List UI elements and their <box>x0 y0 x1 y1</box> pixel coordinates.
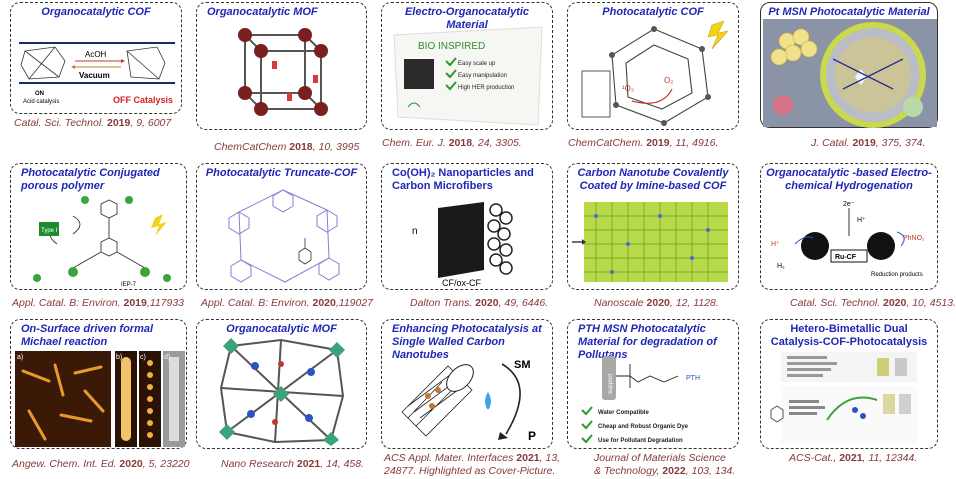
card-title: Pt MSN Photocatalytic Material <box>768 6 930 18</box>
card-cooh-nanoparticles: Co(OH)₂ Nanoparticles and Carbon Microfi… <box>381 163 553 290</box>
card-truncate-cof: Photocatalytic Truncate-COF <box>196 163 367 290</box>
swcnt-illustration: SM P <box>401 359 536 443</box>
citation: Journal of Materials Science <box>594 452 726 464</box>
card-title: Organocatalytic MOF <box>226 323 337 335</box>
card-organocatalytic-mof: Organocatalytic MOF <box>196 2 367 130</box>
reduction-products-label: Reduction products <box>871 272 923 278</box>
bullet-2: Easy manipulation <box>458 73 507 79</box>
citation: Catal. Sci. Technol. 2020, 10, 4513. <box>790 297 956 309</box>
pth-msn-illustration: support PTH Water Compatible Cheap and R… <box>581 356 700 444</box>
p-label: P <box>528 429 536 443</box>
citation: Chem. Eur. J. 2018, 24, 3305. <box>382 137 522 149</box>
citation: Appl. Catal. B: Environ. 2019,117933 <box>12 297 185 309</box>
card-title: Carbon Nanotube Covalently Coated by Imi… <box>577 167 729 192</box>
n-label: n <box>412 226 418 237</box>
card-title: Organocatalytic COF <box>41 6 151 18</box>
msn-illustration <box>763 19 937 128</box>
mof-cage-illustration <box>238 28 328 116</box>
on-label: ON <box>35 91 44 97</box>
nanotube-illustration <box>572 202 728 282</box>
cof-ring-illustration: ¹O₂ O₂ <box>581 20 729 126</box>
card-title: Enhancing Photocatalysis at Single Walle… <box>392 323 542 361</box>
electrons-label: 2e⁻ <box>843 201 855 208</box>
card-electrochemical-hydrogenation: Organocatalytic -based Electro-chemical … <box>760 163 938 290</box>
card-conjugated-polymer: Photocatalytic Conjugated porous polymer… <box>10 163 187 290</box>
card-on-surface-michael: On-Surface driven formal Michael reactio… <box>10 319 187 449</box>
panel-d-label: d) <box>164 354 170 361</box>
hydrogenation-illustration: 2e⁻ H⁺ Ru-CF H⁺ H₂ PhNO₂ Reduction produ… <box>771 201 925 278</box>
bullet-3: High HER production <box>458 85 514 91</box>
citation: Angew. Chem. Int. Ed. 2020, 5, 23220 <box>12 458 190 470</box>
citation: Nano Research 2021, 14, 458. <box>221 458 365 470</box>
citation: J. Catal. 2019, 375, 374. <box>811 137 926 149</box>
singlet-oxygen-label: ¹O₂ <box>622 84 634 93</box>
card-electro-organocatalytic: Electro-Organocatalytic Material BIO INS… <box>381 2 553 130</box>
card-title: Photocatalytic Conjugated porous polymer <box>21 167 160 192</box>
citation: ACS-Cat., 2021, 11, 12344. <box>789 452 918 464</box>
oxygen-label: O₂ <box>664 76 673 85</box>
type-label: Type I <box>41 228 58 234</box>
sm-label: SM <box>514 359 531 371</box>
card-title: On-Surface driven formal Michael reactio… <box>21 323 154 348</box>
feature-2: Cheap and Robust Organic Dye <box>598 424 689 430</box>
fiber-label: CF/ox-CF <box>442 278 481 288</box>
card-title: Co(OH)₂ Nanoparticles and Carbon Microfi… <box>392 167 534 192</box>
svg-text:H⁺: H⁺ <box>771 241 780 248</box>
panel-c-label: c) <box>140 354 146 361</box>
feature-1: Water Compatible <box>598 410 649 416</box>
citation: ChemCatChem. 2019, 11, 4916. <box>568 137 719 149</box>
panel-b-label: b) <box>116 354 122 361</box>
off-catalysis-label: OFF Catalysis <box>113 95 173 105</box>
acoh-label: AcOH <box>85 50 107 59</box>
truncate-cof-illustration <box>228 189 340 283</box>
acid-catalysis-label: Acid catalysis <box>23 99 59 105</box>
card-photocatalytic-cof: Photocatalytic COF ¹O₂ O₂ <box>567 2 739 130</box>
whiteboard-illustration: BIO INSPIRED Easy scale up Easy manipula… <box>393 26 543 126</box>
vacuum-label: Vacuum <box>79 71 110 80</box>
panel-a-label: a) <box>17 354 23 361</box>
card-title: Organocatalytic MOF <box>207 6 318 18</box>
card-pt-msn: Pt MSN Photocatalytic Material <box>760 2 938 128</box>
citation: Dalton Trans. 2020, 49, 6446. <box>410 297 549 309</box>
microfiber-illustration: n CF/ox-CF <box>412 202 513 288</box>
card-title: Photocatalytic Truncate-COF <box>205 167 358 179</box>
card-title: Electro-Organocatalytic Material <box>404 6 530 31</box>
card-carbon-nanotube-cof: Carbon Nanotube Covalently Coated by Imi… <box>567 163 739 290</box>
dual-catalysis-illustration <box>770 352 917 444</box>
feature-3: Use for Pollutant Degradation <box>598 438 683 444</box>
citation: ChemCatChem 2018, 10, 3995 <box>214 141 360 153</box>
pth-label: PTH <box>686 375 700 382</box>
bullet-1: Easy scale up <box>458 61 496 67</box>
cof-switch-illustration: AcOH Vacuum ON Acid catalysis OFF Cataly… <box>19 42 175 105</box>
bioinspired-label: BIO INSPIRED <box>418 41 485 52</box>
card-organocatalytic-mof-2: Organocatalytic MOF <box>196 319 367 449</box>
card-title: PTH MSN Photocatalytic Material for degr… <box>578 323 717 361</box>
mof-framework-illustration <box>219 338 345 446</box>
card-hetero-bimetallic: Hetero-Bimetallic Dual Catalysis-COF-Pho… <box>760 319 938 449</box>
citation: Appl. Catal. B: Environ. 2020,119027 <box>201 297 374 309</box>
citation-line-2: 24877. Highlighted as Cover-Picture. <box>384 465 556 477</box>
card-pth-msn: PTH MSN Photocatalytic Material for degr… <box>567 319 739 449</box>
nitrobenzene-label: PhNO₂ <box>903 235 925 242</box>
card-title: Photocatalytic COF <box>602 6 704 18</box>
citation: ACS Appl. Mater. Interfaces 2021, 13, <box>384 452 561 464</box>
h2-label: H₂ <box>777 263 785 270</box>
iep-label: IEP-7 <box>121 282 137 288</box>
citation: Nanoscale 2020, 12, 1128. <box>594 297 719 309</box>
proton-label: H⁺ <box>857 217 866 224</box>
ru-cf-label: Ru-CF <box>835 254 857 261</box>
card-title: Hetero-Bimetallic Dual Catalysis-COF-Pho… <box>770 323 928 348</box>
card-swcnt-photocatalysis: Enhancing Photocatalysis at Single Walle… <box>381 319 553 449</box>
stm-images: a) b) c) d) <box>15 351 185 447</box>
card-title: Organocatalytic -based Electro-chemical … <box>766 167 932 192</box>
polymer-illustration: Type I IEP-7 <box>33 196 171 288</box>
citation: Catal. Sci. Technol. 2019, 9, 6007 <box>14 117 172 129</box>
card-organocatalytic-cof: Organocatalytic COF AcOH Vacuum ON Acid … <box>10 2 182 114</box>
support-label: support <box>608 374 614 394</box>
citation-line-2: & Technology, 2022, 103, 134. <box>594 465 736 477</box>
